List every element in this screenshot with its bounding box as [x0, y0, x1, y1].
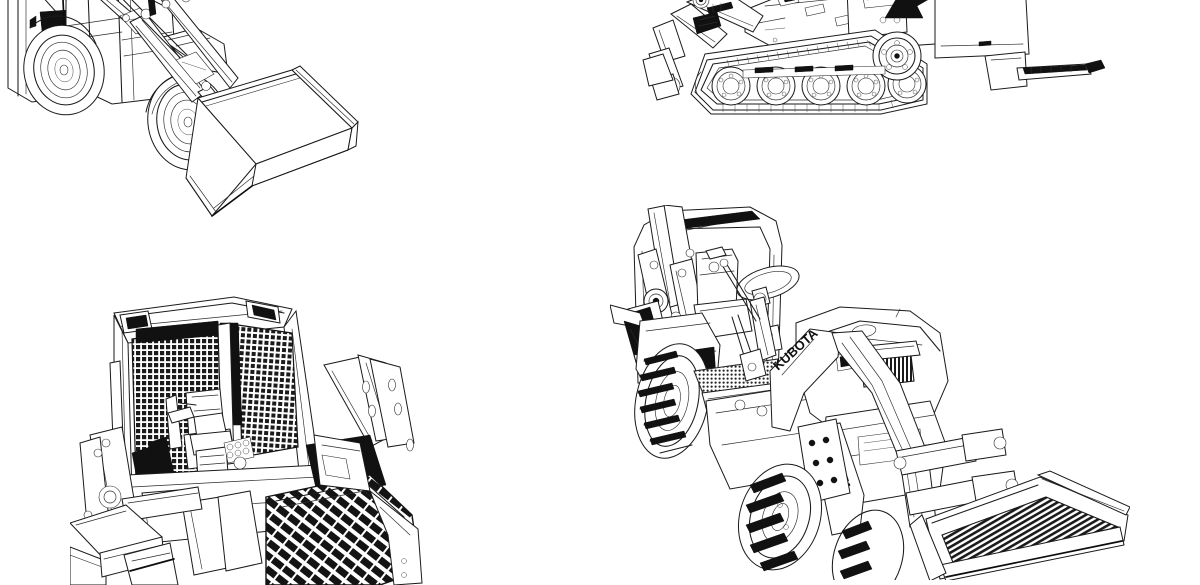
illustration-gallery: KUBOTA KUBOTA [0, 0, 1130, 585]
compact-tractor-drawing: KUBOTA KUBOTA [610, 205, 1130, 580]
illustration-compact-tractor: KUBOTA KUBOTA [610, 205, 1130, 580]
illustration-wheel-loader [0, 0, 470, 270]
wheel-loader-drawing [7, 0, 359, 217]
illustration-mini-track-loader [635, 0, 1125, 177]
illustration-compact-track-loader [70, 285, 540, 585]
mini-track-loader-drawing [642, 0, 1106, 115]
compact-track-loader-drawing [70, 296, 423, 585]
